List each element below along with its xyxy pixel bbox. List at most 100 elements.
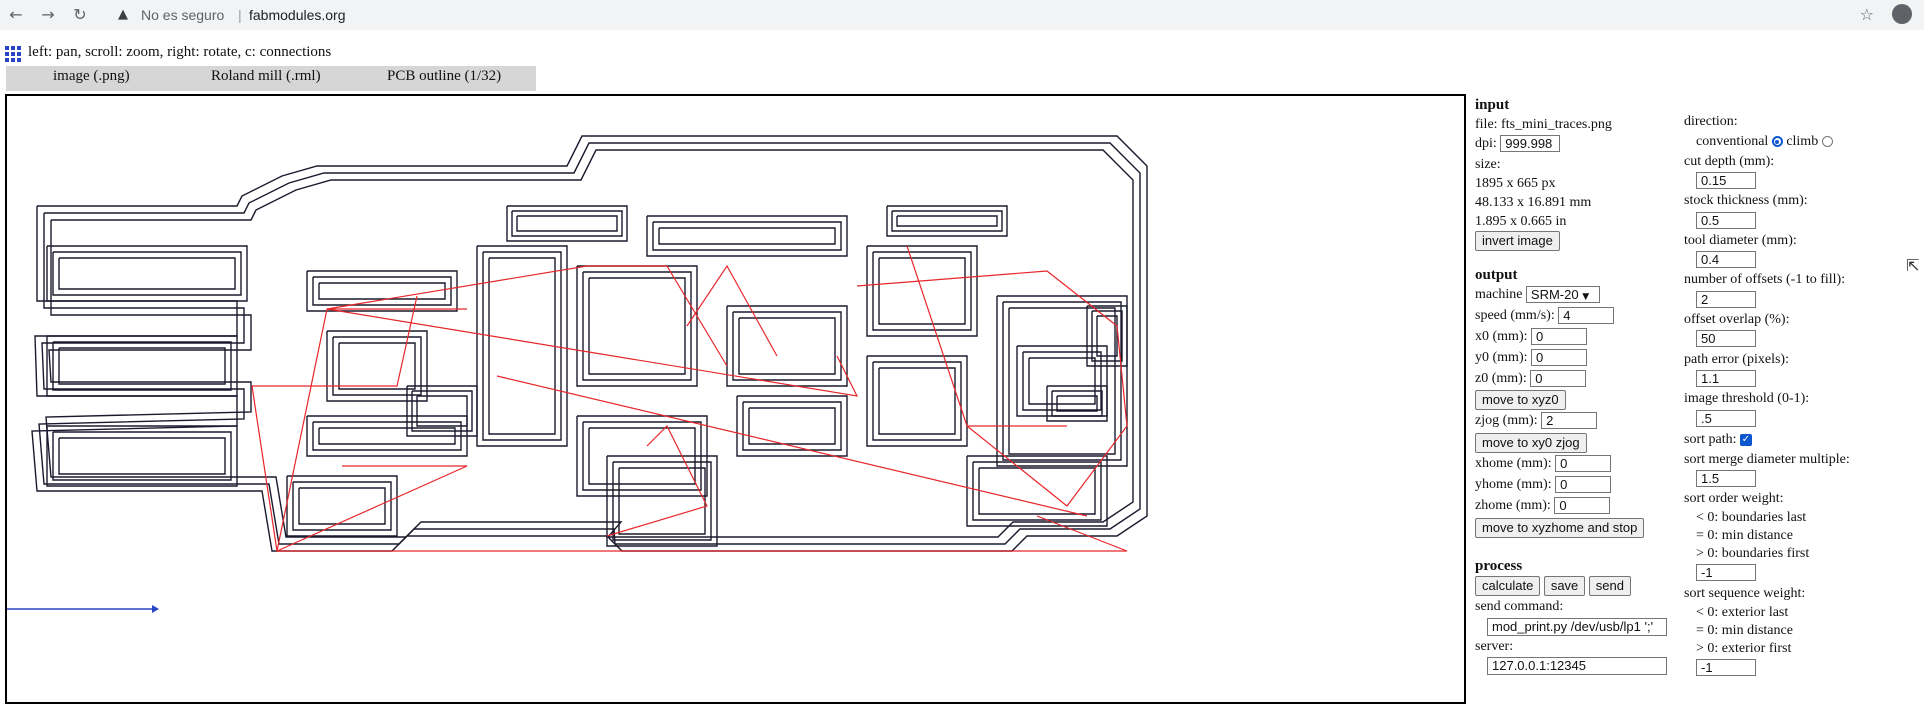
tab-pcb-outline[interactable]: PCB outline (1/32)	[387, 68, 502, 84]
connection-line	[276, 308, 468, 553]
tool-diameter-label: tool diameter (mm):	[1684, 233, 1797, 248]
toolpath-contour	[726, 305, 848, 387]
toolpath-contour	[292, 481, 392, 531]
input-section: input file: fts_mini_traces.png dpi: 999…	[1475, 96, 1665, 251]
seq-eq-text: = 0: min distance	[1696, 623, 1793, 638]
toolpath-contour	[872, 251, 972, 331]
toolpath-contour	[878, 367, 956, 435]
toolpath-contour	[896, 215, 998, 227]
toolpath-contour	[878, 257, 966, 325]
toolpath-contour	[411, 390, 473, 432]
star-icon[interactable]: ☆	[1859, 5, 1874, 24]
zhome-label: zhome (mm):	[1475, 498, 1551, 513]
path-error-input[interactable]: 1.1	[1696, 370, 1756, 388]
mouse-cursor-icon: ⇱	[1906, 256, 1920, 275]
zjog-label: zjog (mm):	[1475, 413, 1538, 428]
cut-depth-label: cut depth (mm):	[1684, 154, 1775, 169]
reload-icon[interactable]: ↻	[73, 5, 87, 24]
merge-input[interactable]: 1.5	[1696, 470, 1756, 488]
toolpath-contour	[1022, 351, 1102, 411]
conventional-radio[interactable]	[1771, 136, 1783, 148]
cut-depth-input[interactable]: 0.15	[1696, 172, 1756, 190]
machine-select[interactable]: SRM-20 ▼	[1525, 286, 1600, 304]
profile-icon[interactable]	[1892, 4, 1912, 24]
toolpath-contour	[588, 427, 696, 485]
address-bar[interactable]: ▲ No es seguro | fabmodules.org	[108, 2, 1868, 28]
connection-line	[326, 265, 728, 367]
invert-image-button[interactable]: invert image	[1475, 231, 1560, 251]
yhome-label: yhome (mm):	[1475, 477, 1552, 492]
speed-input[interactable]: 4	[1558, 307, 1615, 325]
security-label[interactable]: No es seguro	[141, 7, 225, 23]
toolpath-contour	[582, 421, 702, 491]
module-tabbar: image (.png) Roland mill (.rml) PCB outl…	[6, 66, 536, 91]
overlap-input[interactable]: 50	[1696, 330, 1756, 348]
toolpath-contour	[866, 355, 968, 447]
y0-input[interactable]: 0	[1531, 349, 1587, 367]
toolpath-contour	[886, 205, 1008, 237]
toolpath-contour	[46, 425, 238, 487]
seq-weight-input[interactable]: -1	[1696, 659, 1756, 677]
arrow-right-icon[interactable]: →	[41, 5, 55, 24]
server-input[interactable]: 127.0.0.1:12345	[1487, 656, 1667, 675]
toolpath-contour	[58, 257, 236, 290]
send-command-input[interactable]: mod_print.py /dev/usb/lp1 ';'	[1487, 617, 1667, 636]
connection-line	[277, 515, 1128, 552]
tab-image[interactable]: image (.png)	[53, 68, 130, 84]
move-xy0-zjog-button[interactable]: move to xy0 zjog	[1475, 433, 1587, 453]
toolpath-contour	[588, 277, 686, 375]
connection-line	[686, 264, 778, 357]
toolpath-canvas[interactable]	[5, 94, 1466, 704]
grid-menu-icon[interactable]	[5, 46, 21, 62]
toolpath-contour	[312, 276, 452, 306]
controls-hint: left: pan, scroll: zoom, right: rotate, …	[28, 44, 332, 60]
dpi-input[interactable]: 999.998	[1500, 135, 1561, 153]
toolpath-contour	[406, 385, 478, 437]
xhome-input[interactable]: 0	[1555, 455, 1612, 473]
connection-line	[496, 375, 1088, 517]
order-weight-input[interactable]: -1	[1696, 564, 1756, 582]
save-button[interactable]: save	[1543, 576, 1586, 596]
offsets-input[interactable]: 2	[1696, 291, 1756, 309]
zhome-input[interactable]: 0	[1554, 497, 1611, 515]
zjog-input[interactable]: 2	[1541, 412, 1598, 430]
toolpath-contour	[652, 221, 842, 251]
url-text[interactable]: fabmodules.org	[249, 7, 346, 23]
toolpath-contour	[286, 475, 398, 537]
toolpath-contour	[618, 467, 706, 535]
server-label: server:	[1475, 639, 1514, 654]
toolpath-contour	[606, 455, 718, 547]
sort-path-checkbox[interactable]: ✓	[1740, 433, 1752, 446]
tool-diameter-input[interactable]: 0.4	[1696, 251, 1756, 269]
dpi-label: dpi:	[1475, 136, 1497, 151]
threshold-input[interactable]: .5	[1696, 410, 1756, 428]
warning-icon[interactable]: ▲	[118, 7, 128, 22]
machine-label: machine	[1475, 287, 1523, 302]
input-title: input	[1475, 97, 1510, 113]
send-button[interactable]: send	[1588, 576, 1631, 596]
climb-radio[interactable]	[1821, 136, 1833, 148]
merge-label: sort merge diameter multiple:	[1684, 452, 1850, 467]
size-in: 1.895 x 0.665 in	[1475, 214, 1567, 229]
url-separator: |	[238, 7, 242, 23]
yhome-input[interactable]: 0	[1555, 476, 1612, 494]
order-weight-label: sort order weight:	[1684, 491, 1784, 506]
stock-thickness-input[interactable]: 0.5	[1696, 212, 1756, 230]
tab-roland-mill[interactable]: Roland mill (.rml)	[211, 68, 321, 84]
size-label: size:	[1475, 157, 1501, 172]
x0-input[interactable]: 0	[1531, 328, 1587, 346]
y0-label: y0 (mm):	[1475, 350, 1528, 365]
z0-input[interactable]: 0	[1530, 370, 1587, 388]
toolpath-contour	[416, 395, 468, 427]
toolpath-contour	[1091, 310, 1123, 362]
arrow-left-icon[interactable]: ←	[9, 5, 23, 24]
calculate-button[interactable]: calculate	[1475, 576, 1541, 596]
toolpath-contour	[338, 342, 416, 390]
toolpath-contour	[318, 427, 456, 445]
toolpath-contour	[46, 335, 238, 397]
move-xyzhome-button[interactable]: move to xyzhome and stop	[1475, 518, 1645, 538]
toolpath-contour	[1086, 305, 1128, 367]
toolpath-contour	[1056, 395, 1098, 412]
move-xyz0-button[interactable]: move to xyz0	[1475, 390, 1566, 410]
toolpath-contour	[482, 251, 562, 441]
